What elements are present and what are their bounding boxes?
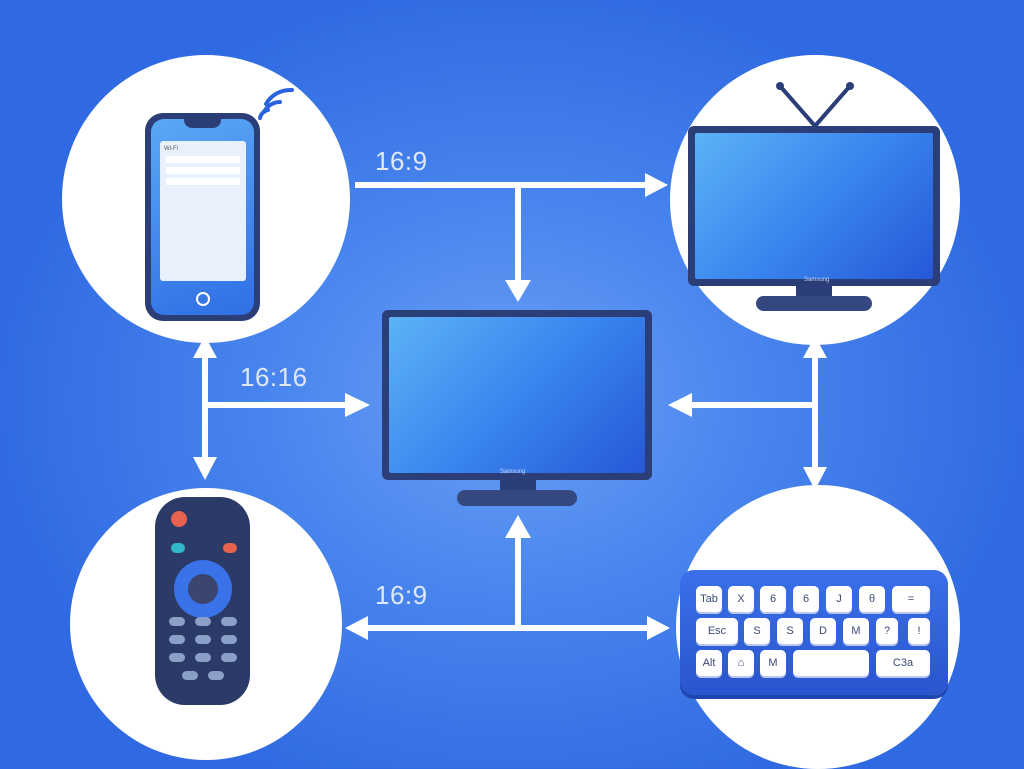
center-monitor-neck (500, 480, 536, 492)
center-monitor-brand: Samsung (500, 469, 526, 475)
remote-key[interactable] (221, 617, 237, 626)
key[interactable]: C3a (876, 650, 930, 676)
smartphone: Wi-Fi (145, 113, 260, 321)
arrowhead (803, 336, 827, 358)
phone-notch (184, 119, 221, 128)
wifi-signal-icon (258, 87, 294, 120)
remote-key[interactable] (169, 635, 185, 644)
tv-base (756, 296, 872, 311)
tv (688, 126, 940, 286)
remote-button-red[interactable] (223, 543, 237, 553)
tv-screen (695, 133, 933, 279)
tv-brand: Samsung (804, 277, 830, 283)
arrowhead (505, 515, 531, 538)
spacebar[interactable] (793, 650, 869, 676)
remote-button-teal[interactable] (171, 543, 185, 553)
key[interactable]: Alt (696, 650, 722, 676)
power-button[interactable] (171, 511, 187, 527)
phone-screen-text: Wi-Fi (164, 146, 178, 152)
ratio-label-bottom: 16:9 (375, 580, 428, 610)
remote-key[interactable] (195, 635, 211, 644)
tv-neck (796, 286, 832, 298)
key[interactable]: Esc (696, 618, 738, 644)
center-monitor (382, 310, 652, 480)
key[interactable]: S (744, 618, 770, 644)
remote-key[interactable] (221, 635, 237, 644)
ratio-label-top: 16:9 (375, 146, 428, 176)
remote-key[interactable] (208, 671, 224, 680)
remote-dpad[interactable] (174, 560, 232, 618)
key[interactable]: J (826, 586, 852, 612)
remote-key[interactable] (169, 617, 185, 626)
center-monitor-base (457, 490, 577, 506)
key[interactable]: ! (908, 618, 930, 644)
remote-key[interactable] (195, 653, 211, 662)
ratio-label-middle-left: 16:16 (240, 362, 308, 392)
remote-control (155, 497, 250, 705)
arrowhead (193, 336, 217, 358)
remote-key[interactable] (182, 671, 198, 680)
remote-key[interactable] (169, 653, 185, 662)
remote-key[interactable] (195, 617, 211, 626)
key[interactable]: 6 (760, 586, 786, 612)
key[interactable]: D (810, 618, 836, 644)
remote-ok-button[interactable] (188, 574, 218, 604)
key[interactable]: X (728, 586, 754, 612)
key[interactable]: ? (876, 618, 898, 644)
arrowhead (645, 173, 668, 197)
key[interactable]: M (843, 618, 869, 644)
phone-home-button (196, 292, 210, 306)
arrowhead (345, 393, 370, 417)
key[interactable]: M (760, 650, 786, 676)
key[interactable]: ⌂ (728, 650, 754, 676)
key[interactable]: = (892, 586, 930, 612)
key[interactable]: S (777, 618, 803, 644)
arrowhead (647, 616, 670, 640)
arrowhead (505, 280, 531, 302)
keyboard: Tab X 6 6 J θ = Esc S S D M ? ! Alt ⌂ M … (680, 570, 948, 695)
key[interactable]: 6 (793, 586, 819, 612)
arrowhead (193, 457, 217, 480)
arrowhead (668, 393, 692, 417)
phone-screen-panel: Wi-Fi (160, 141, 246, 281)
center-monitor-screen (389, 317, 645, 473)
arrowhead (803, 467, 827, 490)
arrowhead (345, 616, 368, 640)
key[interactable]: Tab (696, 586, 722, 612)
key[interactable]: θ (859, 586, 885, 612)
remote-key[interactable] (221, 653, 237, 662)
tv-antenna-icon (776, 82, 854, 128)
